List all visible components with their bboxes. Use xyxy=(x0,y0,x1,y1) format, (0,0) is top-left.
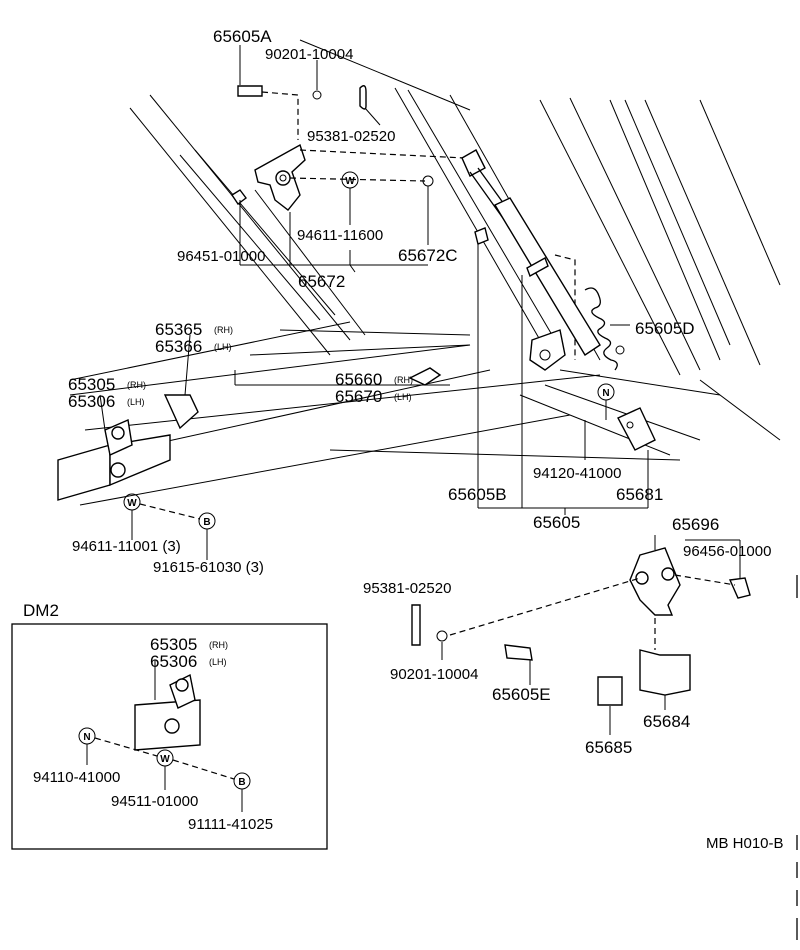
tag-dm2-65306-lh: (LH) xyxy=(209,657,227,667)
hinge-bracket-65672 xyxy=(231,85,434,211)
w-mark-top: W xyxy=(345,176,355,187)
label-90201-mid: 90201-10004 xyxy=(390,666,478,683)
label-95381-mid: 95381-02520 xyxy=(363,580,451,597)
label-96451: 96451-01000 xyxy=(177,248,265,265)
leader-lines xyxy=(99,45,741,735)
b-mark-left: B xyxy=(203,517,210,528)
label-94120: 94120-41000 xyxy=(533,465,621,482)
dm2-inset: N W B xyxy=(11,623,328,850)
label-65670: 65670 xyxy=(335,387,382,406)
label-65605B: 65605B xyxy=(448,485,507,504)
spring-65605D xyxy=(584,287,625,371)
label-95381-top: 95381-02520 xyxy=(307,128,395,145)
bracket-65696 xyxy=(629,547,751,616)
label-65605: 65605 xyxy=(533,513,580,532)
tag-65366-lh: (LH) xyxy=(214,342,232,352)
dm2-frame xyxy=(11,623,328,850)
label-dm2-91111: 91111-41025 xyxy=(188,816,273,833)
label-dm2-title: DM2 xyxy=(23,601,59,620)
gas-strut-65605 xyxy=(461,149,601,371)
tag-65305-rh: (RH) xyxy=(127,380,146,390)
label-65366: 65366 xyxy=(155,337,202,356)
hinge-65681 xyxy=(617,407,656,451)
label-65685: 65685 xyxy=(585,738,632,757)
tag-dm2-65305-rh: (RH) xyxy=(209,640,228,650)
dm2-w-mark: W xyxy=(160,754,170,765)
label-65672C: 65672C xyxy=(398,246,458,265)
tag-65660-rh: (RH) xyxy=(394,375,413,385)
body-frame-lines xyxy=(69,39,781,506)
bracket-65305-main xyxy=(57,394,199,501)
label-65681: 65681 xyxy=(616,485,663,504)
label-65605D: 65605D xyxy=(635,319,695,338)
n-mark-right: N xyxy=(602,388,609,399)
lower-dashed-leaders xyxy=(449,574,736,650)
label-65696: 65696 xyxy=(672,515,719,534)
label-65672: 65672 xyxy=(298,272,345,291)
label-dm2-94110: 94110-41000 xyxy=(33,769,120,786)
label-ref-code: MB H010-B xyxy=(706,835,784,852)
label-91615: 91615-61030 (3) xyxy=(153,559,264,576)
lower-small-parts xyxy=(411,604,691,706)
tag-65306-lh: (LH) xyxy=(127,397,145,407)
label-dm2-94511: 94511-01000 xyxy=(111,793,198,810)
label-65305: 65305 xyxy=(68,375,115,394)
tag-65670-lh: (LH) xyxy=(394,392,412,402)
label-65306: 65306 xyxy=(68,392,115,411)
label-65660: 65660 xyxy=(335,370,382,389)
label-94611-11001: 94611-11001 (3) xyxy=(72,538,181,555)
label-65684: 65684 xyxy=(643,712,690,731)
part-labels: 65605A 90201-10004 95381-02520 94611-116… xyxy=(23,27,784,852)
label-94611-11600: 94611-11600 xyxy=(297,227,383,244)
top-dashed-leaders xyxy=(261,91,576,360)
label-65605A: 65605A xyxy=(213,27,272,46)
bracket-65660 xyxy=(408,367,442,386)
label-90201-top: 90201-10004 xyxy=(265,46,353,63)
label-dm2-65306: 65306 xyxy=(150,652,197,671)
label-96456: 96456-01000 xyxy=(683,543,771,560)
label-65605E: 65605E xyxy=(492,685,551,704)
label-65365: 65365 xyxy=(155,320,202,339)
w-mark-left: W xyxy=(127,498,137,509)
dm2-n-mark: N xyxy=(83,732,90,743)
tag-65365-rh: (RH) xyxy=(214,325,233,335)
dm2-b-mark: B xyxy=(238,777,245,788)
label-dm2-65305: 65305 xyxy=(150,635,197,654)
